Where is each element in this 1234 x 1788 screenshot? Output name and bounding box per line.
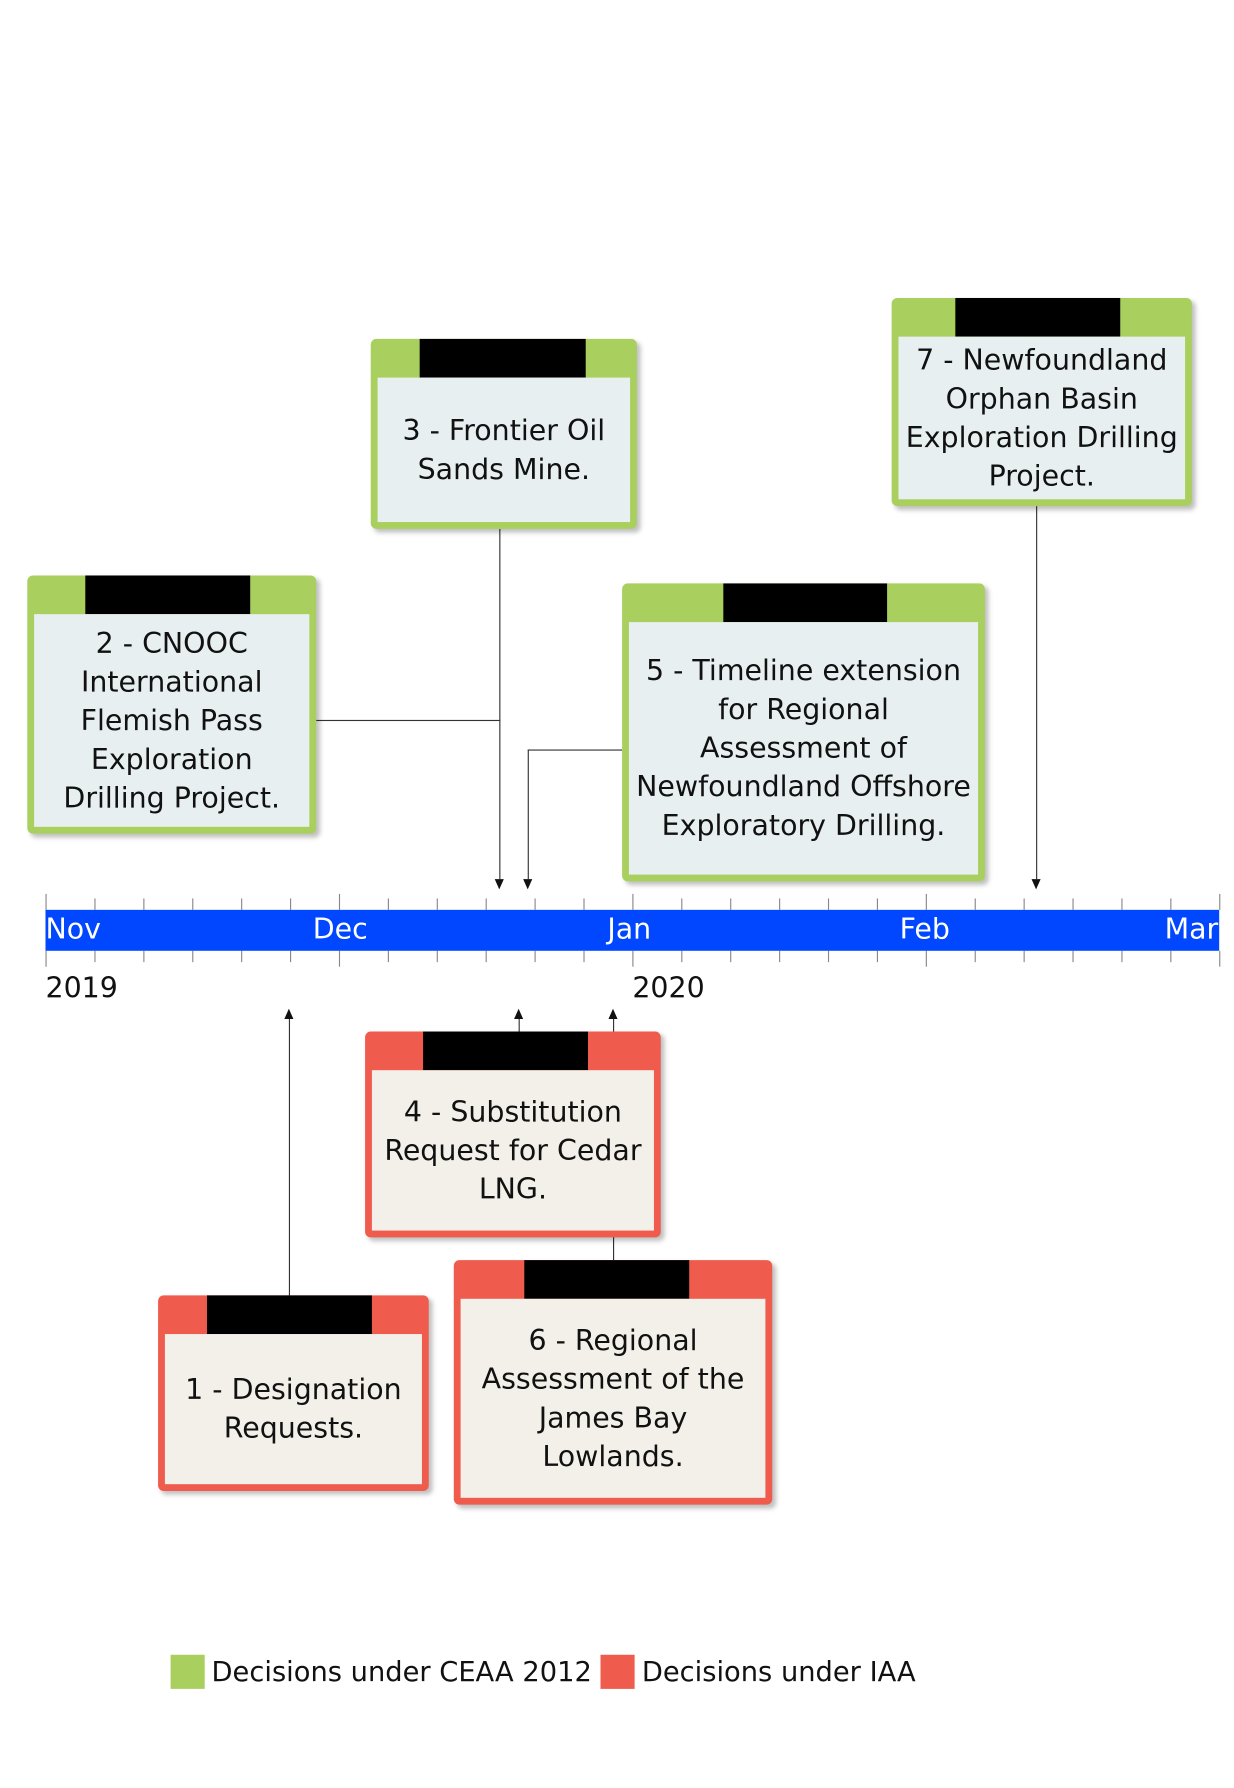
tick-mark [436, 898, 438, 910]
redacted-date [524, 1260, 690, 1299]
event-label: 6 - Regional Assessment of the James Bay… [460, 1298, 766, 1498]
connector-2 [316, 719, 501, 722]
tick-mark [1121, 950, 1123, 963]
tick-mark [1072, 898, 1074, 910]
event-card-4: 4 - Substitution Request for Cedar LNG. [365, 1031, 661, 1238]
event-card-7: 7 - Newfoundland Orphan Basin Exploratio… [891, 297, 1192, 507]
tick-mark [241, 950, 243, 963]
arrow-7 [1031, 879, 1041, 890]
tick-mark [436, 950, 438, 963]
tick-mark [1219, 893, 1221, 910]
event-label: 7 - Newfoundland Orphan Basin Exploratio… [898, 336, 1186, 500]
connector-5 [527, 749, 623, 751]
legend: Decisions under CEAA 2012 Decisions unde… [170, 1654, 925, 1689]
redacted-date [85, 575, 251, 615]
tick-mark [876, 950, 878, 963]
event-label: 2 - CNOOC International Flemish Pass Exp… [34, 614, 310, 827]
redacted-date [419, 338, 586, 378]
tick-mark [192, 950, 194, 963]
connector-3 [499, 528, 501, 880]
tick-mark [290, 898, 292, 910]
tick-mark [1170, 950, 1172, 963]
tick-mark [876, 898, 878, 910]
tick-mark [925, 893, 927, 910]
tick-mark [779, 950, 781, 963]
tick-mark [1121, 898, 1123, 910]
tick-mark [1219, 950, 1221, 967]
tick-mark [583, 950, 585, 963]
month-label-mar: Mar [1164, 912, 1219, 946]
tick-mark [338, 893, 341, 910]
month-label-nov: Nov [45, 912, 101, 946]
tick-mark [338, 950, 341, 967]
connector-4 [518, 1017, 520, 1032]
tick-mark [387, 950, 389, 963]
event-card-6: 6 - Regional Assessment of the James Bay… [453, 1260, 773, 1505]
connector-5v [527, 749, 529, 880]
tick-mark [730, 898, 732, 910]
arrow-1 [284, 1008, 294, 1020]
tick-mark [632, 950, 634, 967]
tick-mark [143, 898, 145, 910]
redacted-date [423, 1031, 588, 1071]
tick-mark [974, 898, 976, 910]
legend-swatch-iaa [600, 1654, 636, 1689]
tick-mark [632, 893, 634, 910]
year-label-2019: 2019 [45, 971, 118, 1005]
tick-mark [94, 950, 96, 963]
tick-mark [681, 898, 683, 910]
tick-mark [387, 898, 389, 910]
tick-mark [730, 950, 732, 963]
tick-mark [241, 898, 243, 910]
tick-mark [974, 950, 976, 963]
tick-mark [681, 950, 683, 963]
redacted-date [723, 583, 888, 623]
tick-mark [485, 950, 487, 963]
event-card-3: 3 - Frontier Oil Sands Mine. [370, 338, 637, 529]
tick-mark [1072, 950, 1074, 963]
tick-mark [779, 898, 781, 910]
tick-mark [1023, 950, 1025, 963]
tick-mark [485, 898, 487, 910]
event-card-1: 1 - Designation Requests. [158, 1295, 429, 1492]
connector-7 [1036, 506, 1038, 880]
legend-label-iaa: Decisions under IAA [641, 1655, 916, 1688]
redacted-date [206, 1295, 372, 1335]
connector-1 [288, 1017, 291, 1297]
year-label-2020: 2020 [632, 971, 705, 1005]
tick-mark [1023, 898, 1025, 910]
event-label: 5 - Timeline extension for Regional Asse… [628, 622, 979, 875]
month-label-feb: Feb [899, 912, 950, 946]
event-label: 1 - Designation Requests. [164, 1334, 422, 1485]
month-label-jan: Jan [607, 912, 652, 946]
tick-mark [925, 950, 927, 967]
event-card-5: 5 - Timeline extension for Regional Asse… [622, 583, 985, 882]
arrow-6 [608, 1008, 618, 1020]
tick-mark [290, 950, 292, 963]
tick-mark [827, 898, 830, 910]
event-card-2: 2 - CNOOC International Flemish Pass Exp… [27, 575, 317, 834]
tick-mark [94, 898, 96, 910]
tick-mark [583, 898, 585, 910]
tick-mark [1170, 898, 1172, 910]
tick-mark [45, 893, 47, 910]
tick-mark [45, 950, 47, 967]
arrow-5 [523, 879, 533, 890]
event-label: 4 - Substitution Request for Cedar LNG. [371, 1070, 654, 1231]
tick-mark [534, 898, 536, 910]
legend-label-ceaa: Decisions under CEAA 2012 [211, 1655, 592, 1688]
timeline-bar [45, 909, 1220, 951]
tick-mark [143, 950, 145, 963]
redacted-date [955, 297, 1121, 337]
month-label-dec: Dec [312, 912, 368, 946]
tick-mark [192, 898, 194, 910]
event-label: 3 - Frontier Oil Sands Mine. [377, 377, 631, 523]
tick-mark [534, 950, 536, 963]
arrow-4 [514, 1008, 524, 1020]
tick-mark [827, 950, 830, 963]
legend-swatch-ceaa [170, 1654, 205, 1689]
arrow-3 [494, 879, 504, 890]
